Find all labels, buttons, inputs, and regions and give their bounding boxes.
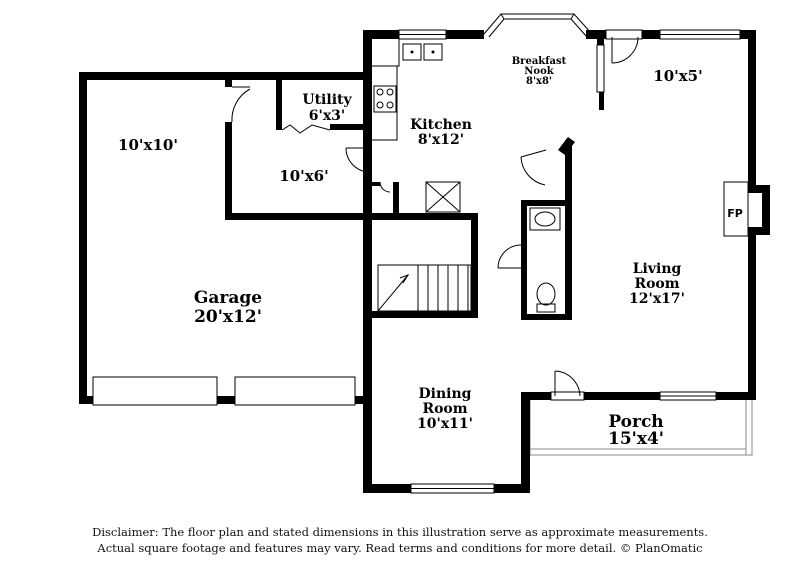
- garage-storage-size: 10'x10': [118, 136, 178, 154]
- porch-outline: [529, 400, 753, 456]
- porch-name: Porch: [608, 412, 663, 432]
- dining-room-name-line1: Dining: [419, 386, 472, 402]
- dining-room-name-line2: Room: [422, 401, 467, 417]
- nook-name-line1: Breakfast: [512, 56, 567, 67]
- interior-walls: [225, 30, 604, 320]
- porch-size: 15'x4': [608, 429, 664, 449]
- utility-name: Utility: [302, 92, 352, 108]
- exterior-walls: [79, 30, 770, 493]
- living-room-name-line1: Living: [633, 261, 682, 277]
- living-room-size: 12'x17': [629, 291, 685, 307]
- fireplace-label: FP: [727, 207, 743, 220]
- foyer-room-size: 10'x5': [653, 67, 702, 85]
- disclaimer: Disclaimer: The floor plan and stated di…: [0, 524, 800, 556]
- utility-size: 6'x3': [309, 108, 345, 124]
- garage-name: Garage: [194, 288, 262, 308]
- dining-room-size: 10'x11': [417, 416, 473, 432]
- kitchen-size: 8'x12': [418, 132, 464, 148]
- room-labels: 10'x10' Utility 6'x3' 10'x6' Kitchen 8'x…: [118, 56, 743, 449]
- bay-window: [483, 13, 593, 38]
- garage-size: 20'x12': [194, 307, 262, 327]
- doors: [231, 29, 643, 401]
- disclaimer-line-2: Actual square footage and features may v…: [97, 541, 703, 555]
- fixtures: [372, 39, 749, 313]
- mudroom-size: 10'x6': [279, 167, 328, 185]
- nook-name-line2: Nook: [524, 66, 554, 77]
- nook-size: 8'x8': [526, 76, 552, 87]
- kitchen-name: Kitchen: [410, 117, 472, 133]
- windows: [92, 29, 741, 494]
- disclaimer-line-1: Disclaimer: The floor plan and stated di…: [92, 525, 708, 539]
- living-room-name-line2: Room: [634, 276, 679, 292]
